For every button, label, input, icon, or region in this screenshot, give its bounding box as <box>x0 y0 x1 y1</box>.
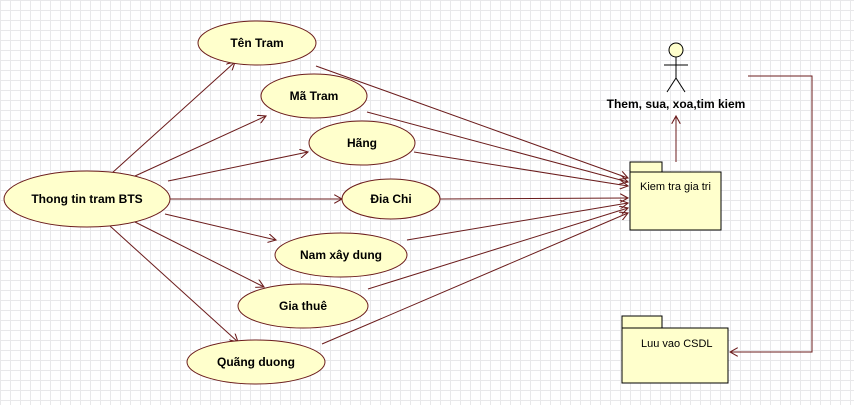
package-db[interactable]: Luu vao CSDL <box>621 315 729 384</box>
actor-label: Them, sua, xoa,tim kiem <box>607 97 746 111</box>
usecase-ten-tram[interactable]: Tên Tram <box>197 20 317 66</box>
package-check[interactable]: Kiem tra gia tri <box>629 161 722 231</box>
usecase-gia-thue[interactable]: Gia thuê <box>237 283 369 329</box>
usecase-ma-tram-label: Mã Tram <box>290 89 339 103</box>
edge-ma-tram-check <box>366 111 628 182</box>
usecase-hang[interactable]: Hãng <box>308 120 416 166</box>
edge-quang-duong-check <box>321 213 628 345</box>
package-db-label: Luu vao CSDL <box>641 338 713 350</box>
edge-source-ten-tram <box>111 62 235 174</box>
usecase-quang-duong[interactable]: Quãng duong <box>186 339 326 385</box>
actor-icon[interactable] <box>664 42 688 93</box>
usecase-dia-chi-label: Đia Chi <box>370 192 411 206</box>
usecase-gia-thue-label: Gia thuê <box>279 299 327 313</box>
usecase-hang-label: Hãng <box>347 136 377 150</box>
edge-nam-xay-dung-check <box>406 203 628 241</box>
edge-actor-db <box>730 75 813 352</box>
edge-dia-chi-check <box>439 198 628 199</box>
edge-source-gia-thue <box>134 221 264 287</box>
usecase-source-label: Thong tin tram BTS <box>31 192 142 206</box>
usecase-nam-xay-dung-label: Nam xây dung <box>300 248 382 262</box>
usecase-ma-tram[interactable]: Mã Tram <box>260 73 368 119</box>
package-check-label: Kiem tra gia tri <box>640 181 711 193</box>
usecase-dia-chi[interactable]: Đia Chi <box>341 178 441 220</box>
edge-source-ma-tram <box>134 116 266 177</box>
edge-ten-tram-check <box>315 65 628 178</box>
usecase-source[interactable]: Thong tin tram BTS <box>3 170 171 228</box>
usecase-nam-xay-dung[interactable]: Nam xây dung <box>274 232 408 278</box>
edge-source-hang <box>167 152 308 182</box>
edge-source-quang-duong <box>109 225 238 342</box>
usecase-ten-tram-label: Tên Tram <box>230 36 283 50</box>
usecase-quang-duong-label: Quãng duong <box>217 355 295 369</box>
edge-source-nam-xay-dung <box>164 213 276 240</box>
edge-gia-thue-check <box>367 208 628 290</box>
edge-hang-check <box>413 151 628 186</box>
